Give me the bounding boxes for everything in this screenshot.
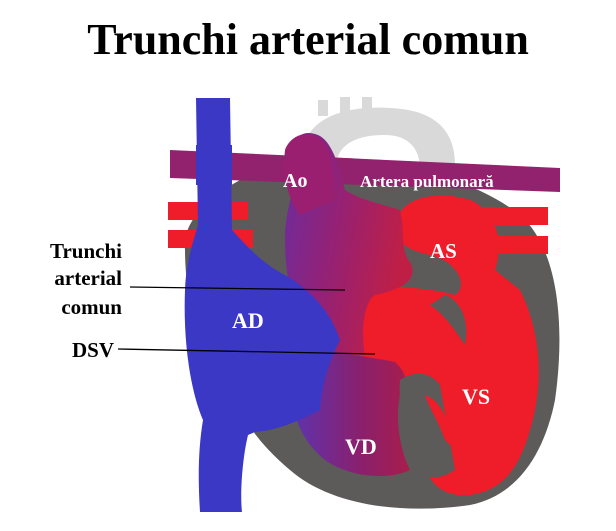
diagram-title: Trunchi arterial comun: [87, 15, 529, 64]
leader-line-dsv: [117, 348, 376, 355]
left-atrium-ventricle: [346, 195, 539, 496]
label-ao: Ao: [283, 170, 307, 192]
label-trunk-line3: comun: [61, 295, 122, 319]
arch-branch-3: [362, 97, 372, 113]
label-vs: VS: [462, 384, 490, 409]
label-ad: AD: [232, 308, 264, 333]
label-pulmonary-artery: Artera pulmonară: [360, 172, 494, 191]
aortic-arch-gray: [300, 107, 455, 165]
arch-branch-1: [318, 100, 328, 116]
label-dsv: DSV: [72, 338, 114, 362]
pulmonary-artery-band: [170, 150, 560, 192]
arch-branch-2: [340, 97, 350, 113]
svc-crossing: [196, 145, 232, 185]
label-vd: VD: [345, 434, 377, 459]
label-trunk-line1: Trunchi: [50, 239, 122, 263]
label-trunk-line2: arterial: [54, 266, 122, 290]
vs-inner: [425, 395, 455, 450]
leader-line-trunk: [129, 286, 346, 291]
label-as: AS: [430, 239, 457, 263]
vena-cava-and-right-atrium: [184, 98, 340, 512]
interventricular-septum: [399, 373, 455, 478]
aorta-column: [284, 133, 335, 215]
mitral-valve-notch: [430, 295, 467, 345]
